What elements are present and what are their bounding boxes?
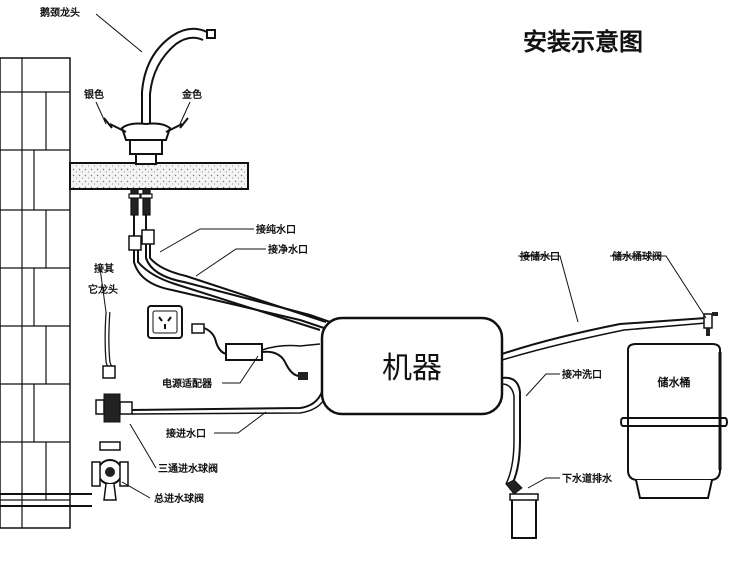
storage-tank: 储水桶 <box>620 343 728 499</box>
countertop <box>69 162 249 190</box>
pure-water-port-label: 接纯水口 <box>256 223 296 236</box>
storage-port-label: 接储水口 <box>520 250 560 263</box>
diagram-title: 安装示意图 <box>523 27 643 56</box>
power-adapter-label: 电源适配器 <box>162 377 213 390</box>
faucet-label: 鹅颈龙头 <box>40 6 80 19</box>
flush-port-label: 接冲洗口 <box>562 368 602 381</box>
under-counter-connectors-icon <box>128 188 153 216</box>
gooseneck-faucet-icon <box>103 27 216 165</box>
main-ball-valve-icon <box>0 441 129 507</box>
other-faucet-hose-icon <box>102 311 116 379</box>
tank-ball-valve-icon <box>703 312 718 336</box>
silver-label: 银色 <box>84 88 104 101</box>
brick-wall <box>0 57 71 529</box>
drain-pipe-icon <box>505 479 539 539</box>
wall-socket-icon <box>147 305 183 339</box>
inlet-port-label: 接进水口 <box>166 427 206 440</box>
tank-label: 储水桶 <box>658 375 691 389</box>
main-valve-label: 总进水球阀 <box>154 492 204 505</box>
other-faucet-label-2: 它龙头 <box>88 283 118 296</box>
power-adapter-icon <box>191 323 321 380</box>
gold-label: 金色 <box>181 88 202 101</box>
clean-water-port-label: 接净水口 <box>268 243 308 256</box>
other-faucet-label-1: 接其 <box>94 262 114 275</box>
tank-ball-valve-label: 储水桶球阀 <box>611 250 662 263</box>
tee-ball-valve-icon <box>95 393 133 423</box>
drain-label: 下水道排水 <box>562 472 613 485</box>
tee-valve-label: 三通进水球阀 <box>158 462 218 475</box>
machine-label: 机器 <box>382 351 442 386</box>
machine-unit: 机器 <box>320 316 504 416</box>
pure-water-connector-icon <box>128 229 155 251</box>
